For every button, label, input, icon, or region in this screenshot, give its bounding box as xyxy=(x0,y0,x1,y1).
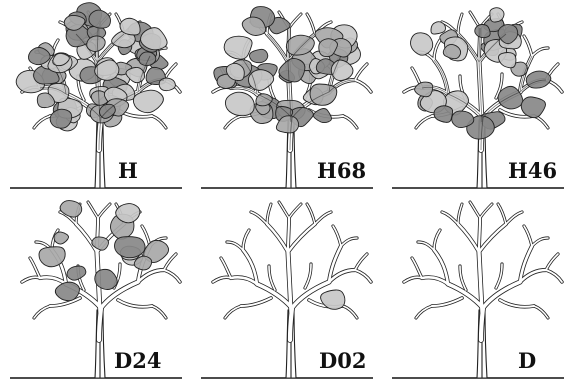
branch-fill xyxy=(164,254,176,270)
leaf-cluster xyxy=(431,22,446,34)
leaf-cluster xyxy=(50,109,72,128)
leaf-cluster xyxy=(139,52,156,66)
leaf-cluster xyxy=(415,82,433,97)
branch-fill xyxy=(267,34,288,62)
tree-illustration-d24 xyxy=(0,190,191,380)
branch-outline xyxy=(225,306,241,318)
tree-panel-h: H xyxy=(0,0,191,190)
foliage xyxy=(16,3,175,131)
panel-label-h46: H46 xyxy=(508,160,557,181)
leaf-cluster xyxy=(475,24,490,37)
tree-panel-d24: D24 xyxy=(0,190,191,380)
tree-illustration-h xyxy=(0,0,191,190)
branch-fill xyxy=(355,254,367,270)
tree-illustration-d xyxy=(382,190,573,380)
branch-fill xyxy=(221,258,231,278)
leaf-cluster xyxy=(313,108,331,122)
leaf-cluster xyxy=(490,8,504,22)
branch-fill xyxy=(479,218,480,252)
branch-fill xyxy=(404,277,422,282)
branch-fill xyxy=(22,277,40,282)
branches xyxy=(213,202,371,340)
branch-fill xyxy=(88,202,98,218)
leaf-cluster xyxy=(521,97,545,118)
branch-fill xyxy=(546,270,562,282)
leaf-cluster xyxy=(249,49,267,62)
branch-outline xyxy=(416,116,432,128)
branch-outline xyxy=(225,116,241,128)
leaf-cluster xyxy=(224,36,252,59)
panel-label-h: H xyxy=(118,160,138,181)
branch-fill xyxy=(267,224,288,252)
branch-outline xyxy=(34,116,50,128)
panel-label-h68: H68 xyxy=(317,160,366,181)
panel-label-d: D xyxy=(518,350,536,371)
branch-fill xyxy=(412,258,422,278)
branch-fill xyxy=(289,14,301,28)
leaf-cluster xyxy=(54,232,68,244)
leaf-cluster xyxy=(89,10,111,28)
leaf-cluster xyxy=(87,36,106,52)
leaf-cluster xyxy=(67,266,86,280)
leaf-cluster xyxy=(95,269,118,289)
branch-fill xyxy=(355,64,367,80)
panel-label-d24: D24 xyxy=(114,350,161,371)
branch-fill xyxy=(546,254,558,270)
branch-fill xyxy=(355,80,371,92)
leaf-cluster xyxy=(115,237,146,258)
leaf-cluster xyxy=(411,33,433,55)
foliage xyxy=(39,201,169,301)
leaf-cluster xyxy=(434,106,453,123)
tree-panel-d02: D02 xyxy=(191,190,382,380)
leaf-cluster xyxy=(120,18,140,35)
foliage xyxy=(214,7,361,133)
branches xyxy=(404,202,562,340)
branch-fill xyxy=(470,202,480,218)
branch-fill xyxy=(164,270,180,282)
leaf-cluster xyxy=(443,44,460,58)
leaf-cluster xyxy=(55,282,79,301)
branch-fill xyxy=(279,202,289,218)
branch-fill xyxy=(98,204,110,218)
leaf-cluster xyxy=(225,92,254,116)
branch-fill xyxy=(289,204,301,218)
branch-fill xyxy=(480,204,492,218)
branch-outline xyxy=(416,306,432,318)
panel-label-d02: D02 xyxy=(319,350,366,371)
leaf-cluster xyxy=(498,53,515,68)
tree-panel-h46: H46 xyxy=(382,0,573,190)
leaf-cluster xyxy=(526,71,551,88)
branch-fill xyxy=(355,270,371,282)
leaf-cluster xyxy=(133,90,163,113)
branch-fill xyxy=(30,258,40,278)
branch-fill xyxy=(458,224,479,252)
branch-outline xyxy=(34,306,50,318)
tree-panel-h68: H68 xyxy=(191,0,382,190)
tree-panel-d: D xyxy=(382,190,573,380)
branch-fill xyxy=(288,218,289,252)
branch-fill xyxy=(213,277,231,282)
